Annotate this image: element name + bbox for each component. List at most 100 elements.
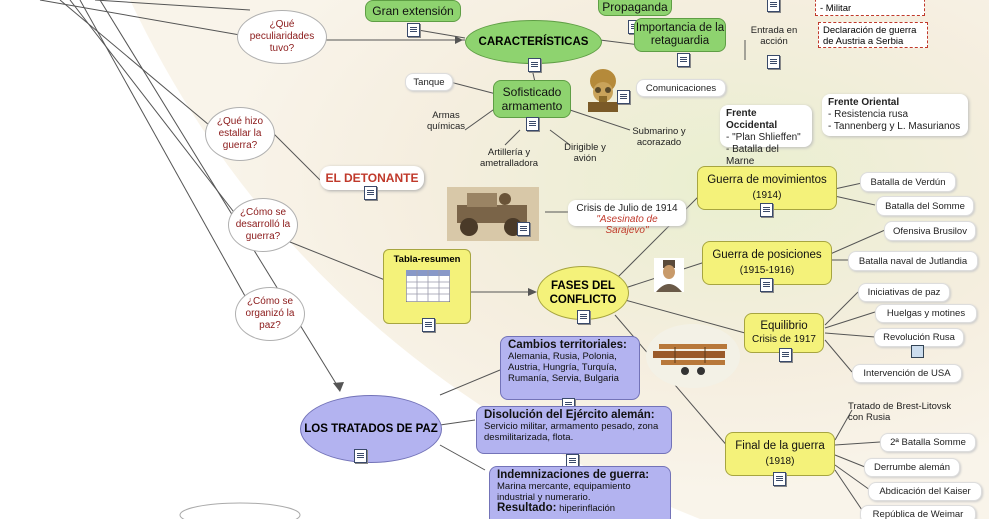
caracteristicas-node[interactable]: CARACTERÍSTICAS [465,20,602,64]
militar-box: - Militar [815,0,925,16]
biplane-image [646,324,740,388]
frente-occidental-title: Frente Occidental [726,108,778,131]
tratados-node[interactable]: LOS TRATADOS DE PAZ [300,395,442,463]
huelgas-label: Huelgas y motines [886,308,966,319]
posiciones-box[interactable]: Guerra de posiciones (1915-1916) [702,241,832,285]
dirigible-tag: Dirigible y avión [560,140,610,166]
huelgas-tag: Huelgas y motines [875,304,977,323]
frente-oriental-box: Frente Oriental - Resistencia rusa - Tan… [822,94,968,136]
somme-tag: Batalla del Somme [876,196,974,216]
weimar-tag: República de Weimar [860,505,976,519]
frente-occidental-item: - "Plan Shlieffen" [726,132,801,143]
posiciones-year: (1915-1916) [739,265,795,276]
usa-tag: Intervención de USA [852,364,962,383]
artilleria-tag: Artillería y ametralladora [473,145,545,171]
tanque-tag: Tanque [405,73,453,91]
abdicacion-tag: Abdicación del Kaiser [868,482,982,501]
artilleria-label: Artillería y ametralladora [479,147,539,169]
document-icon[interactable] [779,348,792,362]
retaguardia-box[interactable]: Importancia de la retaguardia [634,18,726,52]
frente-occidental-item: - Batalla del Marne [726,144,779,167]
frente-occidental-box: Frente Occidental - "Plan Shlieffen" - B… [720,105,812,167]
final-box[interactable]: Final de la guerra (1918) [725,432,835,476]
crisis-box: Crisis de Julio de 1914 "Asesinato de Sa… [568,200,686,236]
resultado-text: hiperinflación [559,503,616,514]
general-portrait-image [654,258,684,292]
movimientos-box[interactable]: Guerra de movimientos (1914) [697,166,837,210]
verdun-tag: Batalla de Verdún [860,172,956,192]
brest-label: Tratado de Brest-Litovsk con Rusia [848,401,952,423]
equilibrio-label: Equilibrio [760,320,808,332]
declaracion-label: Declaración de guerra de Austria a Serbi… [823,25,917,47]
document-icon[interactable] [677,53,690,67]
frente-oriental-item: - Resistencia rusa [828,109,909,120]
declaracion-box: Declaración de guerra de Austria a Serbi… [818,22,928,48]
jutlandia-tag: Batalla naval de Jutlandia [848,251,978,271]
militar-label: - Militar [820,3,852,14]
fases-label: FASES DEL CONFLICTO [549,280,617,306]
somme-label: Batalla del Somme [885,200,965,212]
document-icon[interactable] [617,90,630,104]
verdun-label: Batalla de Verdún [870,176,946,188]
question-estallar[interactable]: ¿Qué hizo estallar la guerra? [205,107,275,161]
document-icon[interactable] [354,449,367,463]
document-icon[interactable] [364,186,377,200]
document-icon[interactable] [773,472,786,486]
iniciativas-label: Iniciativas de paz [867,287,941,298]
armamento-box[interactable]: Sofisticado armamento [493,80,571,118]
propaganda-label: Propaganda [602,0,668,14]
gran-extension-label: Gran extensión [372,4,454,18]
soldier-gasmask-image [588,69,618,112]
entrada-label: Entrada en acción [750,25,798,47]
document-icon[interactable] [528,58,541,72]
document-icon[interactable] [767,0,780,12]
equilibrio-box[interactable]: Equilibrio Crisis de 1917 [744,313,824,353]
derrumbe-label: Derrumbe alemán [873,462,951,473]
question-desarrollo[interactable]: ¿Cómo se desarrolló la guerra? [228,198,298,252]
revolucion-label: Revolución Rusa [883,332,955,343]
document-icon[interactable] [407,23,420,37]
final-label: Final de la guerra [735,440,825,452]
document-icon[interactable] [422,318,435,332]
tabla-resumen-label: Tabla-resumen [393,254,461,265]
posiciones-label: Guerra de posiciones [712,249,822,261]
asesinato-label: "Asesinato de Sarajevo" [596,214,658,236]
question-peculiaridades[interactable]: ¿Qué peculiaridades tuvo? [237,10,327,64]
resultado-label: Resultado: [497,502,557,514]
disolucion-box[interactable]: Disolución del Ejército alemán: Servicio… [476,406,672,454]
document-icon[interactable] [517,222,530,236]
armas-label: Armas químicas [426,110,465,132]
frente-oriental-title: Frente Oriental [828,97,900,108]
tratados-label: LOS TRATADOS DE PAZ [304,423,438,435]
propaganda-box[interactable]: Propaganda [598,0,672,16]
document-icon[interactable] [760,203,773,217]
network-icon[interactable] [911,345,924,358]
comunicaciones-tag: Comunicaciones [636,79,726,97]
caracteristicas-label: CARACTERÍSTICAS [478,36,589,48]
cambios-box[interactable]: Cambios territoriales: Alemania, Rusia, … [500,336,640,400]
document-icon[interactable] [566,454,579,468]
question-paz[interactable]: ¿Cómo se organizó la paz? [235,287,305,341]
derrumbe-tag: Derrumbe alemán [864,458,960,477]
movimientos-label: Guerra de movimientos [707,174,827,186]
equilibrio-sub: Crisis de 1917 [752,334,816,345]
document-icon[interactable] [526,117,539,131]
indemnizaciones-title: Indemnizaciones de guerra: [497,469,650,481]
cambios-text: Alemania, Rusia, Polonia, Austria, Hungr… [508,351,619,384]
gran-extension-box[interactable]: Gran extensión [365,0,461,22]
somme2-label: 2ª Batalla Somme [890,437,966,448]
cambios-title: Cambios territoriales: [508,339,627,351]
usa-label: Intervención de USA [863,368,951,379]
crisis-label: Crisis de Julio de 1914 [576,203,678,214]
disolucion-text: Servicio militar, armamento pesado, zona… [484,421,659,443]
entrada-tag: Entrada en acción [745,22,803,50]
document-icon[interactable] [767,55,780,69]
indemnizaciones-box[interactable]: Indemnizaciones de guerra: Marina mercan… [489,466,671,519]
table-icon [406,270,450,302]
detonante-label: EL DETONANTE [325,171,419,185]
tanque-label: Tanque [413,76,445,88]
tabla-resumen-box[interactable]: Tabla-resumen [383,249,471,332]
document-icon[interactable] [760,278,773,292]
document-icon[interactable] [577,310,590,324]
